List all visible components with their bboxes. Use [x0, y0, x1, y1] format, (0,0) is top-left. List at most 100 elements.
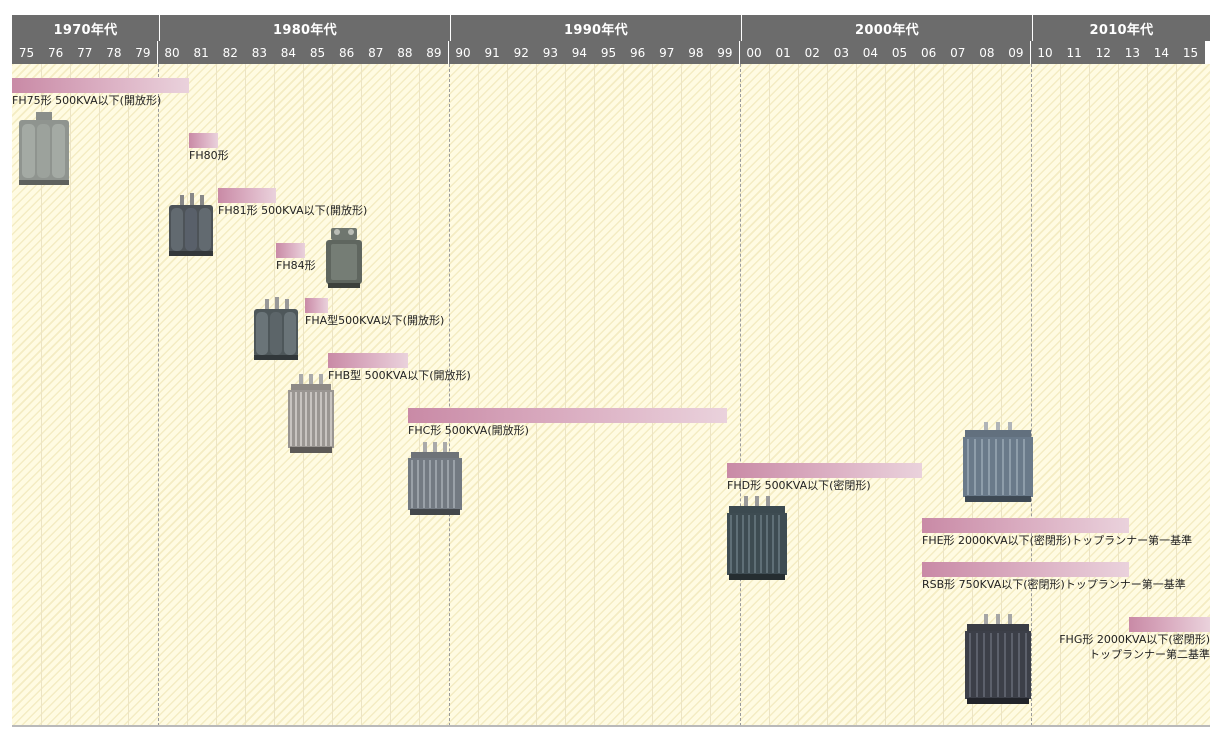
year-gridline: [1147, 64, 1148, 726]
year-gridline: [827, 64, 828, 726]
bar-fhb: [328, 353, 408, 368]
year-gridline: [856, 64, 857, 726]
label-fha: FHA型500KVA以下(開放形): [305, 314, 445, 327]
year-gridline: [681, 64, 682, 726]
year-label: 85: [303, 41, 333, 64]
bar-fhd: [727, 463, 922, 478]
bar-fh75: [12, 78, 189, 93]
bar-fhg: [1129, 617, 1210, 632]
fhg-transformer-image: [965, 614, 1031, 704]
year-label: 81: [186, 41, 216, 64]
year-gridline: [507, 64, 508, 726]
label-fhd: FHD形 500KVA以下(密閉形): [727, 479, 871, 492]
year-label: 87: [361, 41, 391, 64]
year-gridline: [216, 64, 217, 726]
decade-divider: [449, 64, 450, 726]
year-gridline: [187, 64, 188, 726]
year-label: 00: [739, 41, 769, 64]
fhe-transformer-image: [963, 422, 1033, 502]
year-label: 04: [855, 41, 885, 64]
year-gridline: [565, 64, 566, 726]
year-label: 09: [1001, 41, 1031, 64]
year-label: 08: [972, 41, 1002, 64]
year-label: 82: [215, 41, 245, 64]
year-label: 99: [710, 41, 740, 64]
label-rsb: RSB形 750KVA以下(密閉形)トップランナー第一基準: [922, 578, 1186, 591]
year-label: 03: [826, 41, 856, 64]
year-label: 02: [797, 41, 827, 64]
year-label: 98: [681, 41, 711, 64]
year-label: 15: [1176, 41, 1206, 64]
bar-fh84: [276, 243, 305, 258]
year-label: 12: [1088, 41, 1118, 64]
year-label: 96: [623, 41, 653, 64]
label-fhe: FHE形 2000KVA以下(密閉形)トップランナー第一基準: [922, 534, 1193, 547]
year-label: 79: [128, 41, 158, 64]
year-gridline: [274, 64, 275, 726]
year-gridline: [769, 64, 770, 726]
label-fhg-2: トップランナー第二基準: [1089, 648, 1210, 661]
year-gridline: [623, 64, 624, 726]
year-gridline: [1060, 64, 1061, 726]
bar-fhc: [408, 408, 727, 423]
decade-divider: [1031, 64, 1032, 726]
fh75-transformer-image: [19, 112, 69, 185]
fha-transformer-image: [254, 297, 298, 360]
year-label: 77: [70, 41, 100, 64]
decade-divider: [740, 64, 741, 726]
year-label: 13: [1117, 41, 1147, 64]
year-label: 84: [273, 41, 303, 64]
timeline-baseline: [12, 725, 1210, 727]
year-gridline: [943, 64, 944, 726]
year-gridline: [419, 64, 420, 726]
year-label: 07: [943, 41, 973, 64]
label-fh81: FH81形 500KVA以下(開放形): [218, 204, 368, 217]
year-gridline: [1001, 64, 1002, 726]
year-label: 93: [535, 41, 565, 64]
year-gridline: [536, 64, 537, 726]
year-gridline: [361, 64, 362, 726]
label-fhc: FHC形 500KVA(開放形): [408, 424, 529, 437]
year-label: 06: [914, 41, 944, 64]
year-gridline: [594, 64, 595, 726]
year-gridline: [1089, 64, 1090, 726]
fhc-transformer-image: [408, 442, 462, 515]
year-gridline: [972, 64, 973, 726]
year-label: 94: [564, 41, 594, 64]
year-label: 92: [506, 41, 536, 64]
year-gridline: [70, 64, 71, 726]
year-gridline: [99, 64, 100, 726]
year-gridline: [798, 64, 799, 726]
year-label: 01: [768, 41, 798, 64]
year-gridline: [885, 64, 886, 726]
decade-header-2010s: 2010年代: [1033, 15, 1210, 41]
year-label: 75: [12, 41, 42, 64]
year-label: 89: [419, 41, 449, 64]
decade-header-1990s: 1990年代: [451, 15, 741, 41]
fh81-transformer-image: [169, 193, 213, 256]
year-label: 11: [1059, 41, 1089, 64]
bar-fha: [305, 298, 328, 313]
bar-fh81: [218, 188, 276, 203]
year-label: 97: [652, 41, 682, 64]
year-label: 88: [390, 41, 420, 64]
year-label: 05: [885, 41, 915, 64]
year-gridline: [41, 64, 42, 726]
year-label: 90: [448, 41, 478, 64]
year-label: 80: [157, 41, 187, 64]
year-gridline: [1176, 64, 1177, 726]
label-fh80: FH80形: [189, 149, 229, 162]
bar-rsb: [922, 562, 1129, 577]
fhb-transformer-image: [288, 374, 334, 453]
year-label: 83: [244, 41, 274, 64]
year-label: 91: [477, 41, 507, 64]
year-gridline: [710, 64, 711, 726]
decade-header-1980s: 1980年代: [160, 15, 450, 41]
fh84-transformer-image: [326, 228, 362, 288]
bar-fh80: [189, 133, 218, 148]
year-gridline: [1118, 64, 1119, 726]
decade-header-2000s: 2000年代: [742, 15, 1032, 41]
label-fh75: FH75形 500KVA以下(開放形): [12, 94, 162, 107]
year-gridline: [245, 64, 246, 726]
